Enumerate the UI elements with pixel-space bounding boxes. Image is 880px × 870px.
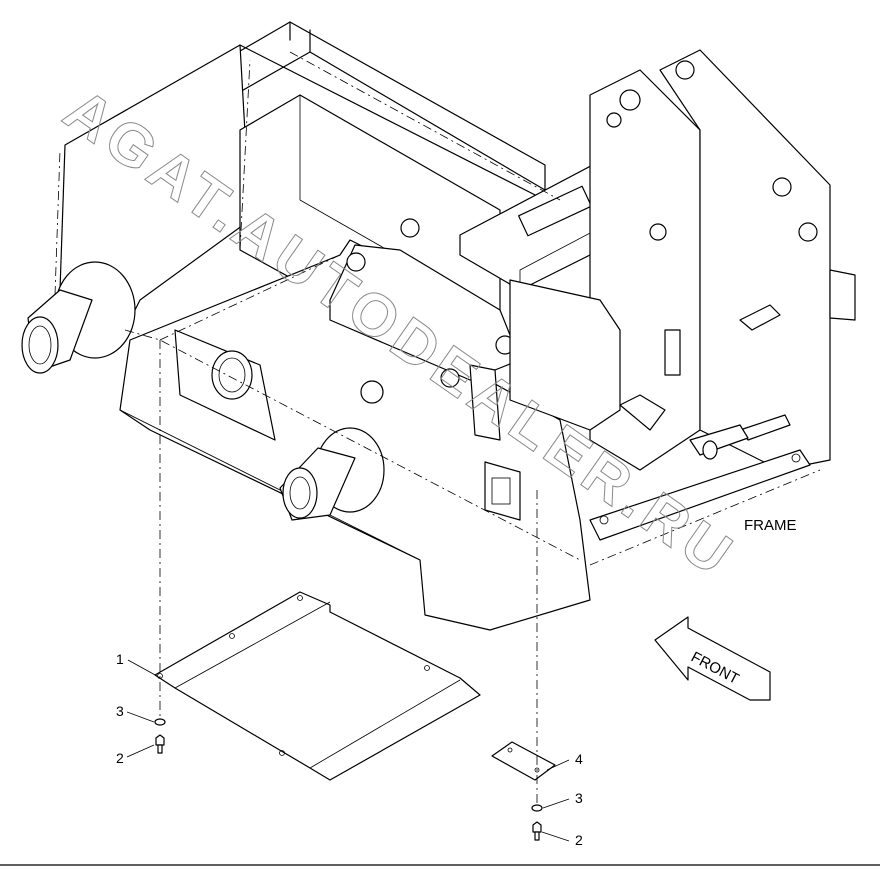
callout-leaders — [126, 659, 570, 842]
small-cover-plate — [491, 741, 556, 781]
callout-3-left: 3 — [116, 703, 124, 719]
frame-assembly — [21, 21, 856, 631]
callout-2-left: 2 — [116, 750, 124, 766]
frame-label: FRAME — [744, 517, 797, 534]
callout-2-right: 2 — [575, 832, 583, 848]
hardware — [154, 718, 543, 841]
assembly-lines — [159, 340, 538, 805]
callout-3-right: 3 — [575, 790, 583, 806]
bolt-right — [532, 821, 542, 833]
front-arrow: FRONT — [654, 616, 771, 701]
callout-1: 1 — [116, 651, 124, 667]
bolt-left — [155, 734, 165, 746]
callout-4: 4 — [575, 751, 583, 767]
washer-left — [154, 718, 166, 726]
washer-right — [531, 804, 543, 812]
bottom-cover-plate — [154, 591, 481, 781]
